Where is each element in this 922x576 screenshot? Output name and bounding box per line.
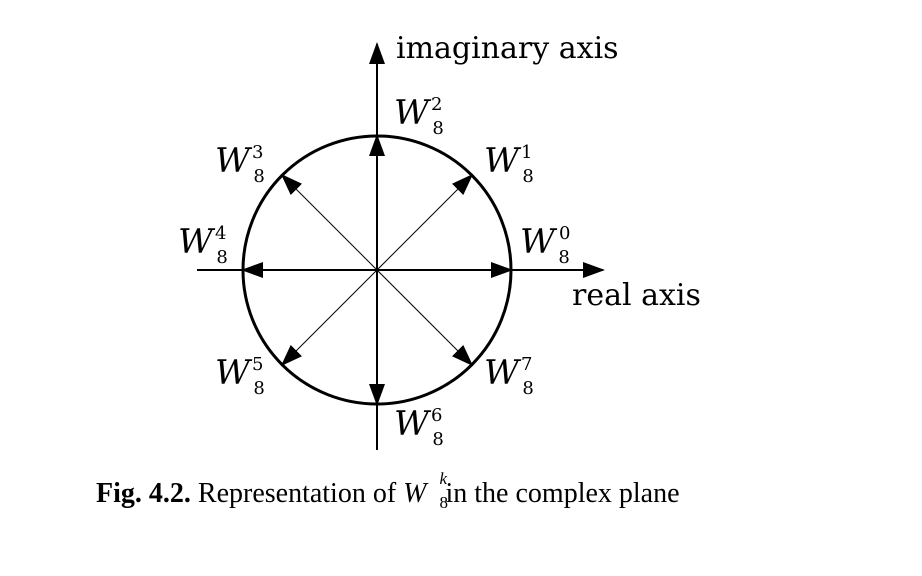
root-vector-3 — [280, 173, 378, 271]
caption-text-after: in the complex plane — [445, 478, 680, 509]
caption-text-before: Representation of — [197, 478, 397, 509]
caption-math-sub: 8 — [439, 493, 449, 512]
real-axis-label: real axis — [572, 278, 701, 313]
root-vector-5 — [280, 269, 378, 367]
figure-number: Fig. 4.2. — [96, 478, 191, 509]
root-vectors — [241, 134, 513, 406]
caption-math-sup: k — [439, 469, 448, 488]
imaginary-axis-label: imaginary axis — [396, 31, 619, 66]
root-vector-1 — [376, 173, 474, 271]
root-vector-7 — [376, 269, 474, 367]
caption-math-base: W — [403, 478, 427, 509]
